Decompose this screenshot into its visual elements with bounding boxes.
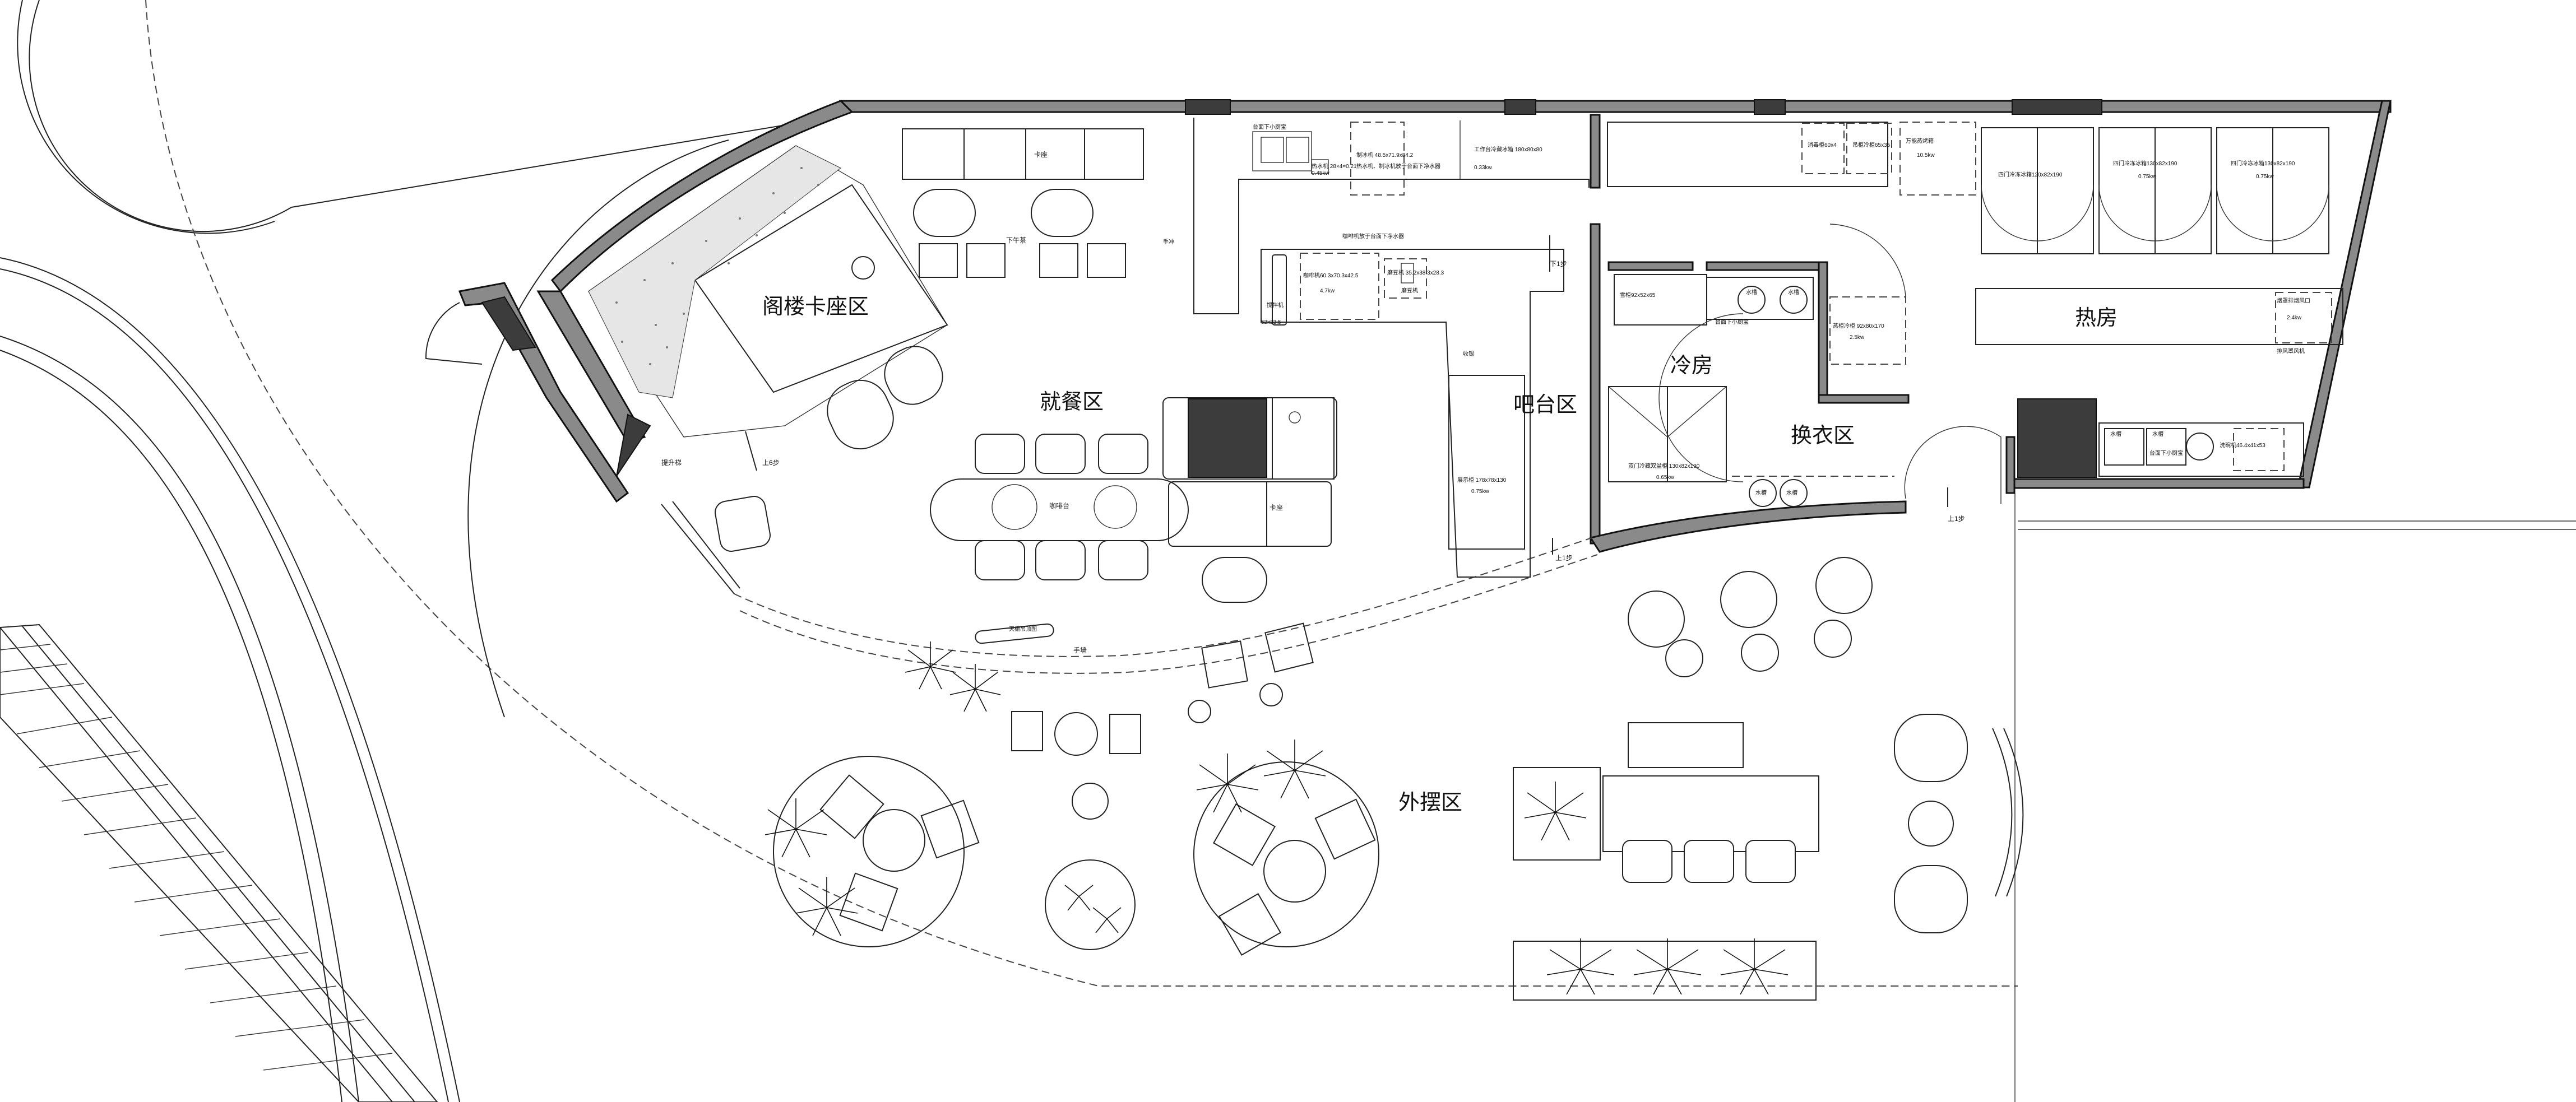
- sink-label-5: 水槽: [2110, 430, 2121, 438]
- sink-label-3: 水槽: [1755, 489, 1767, 496]
- outdoor-table-1: [819, 774, 980, 932]
- power-label: 0.45kw: [1312, 170, 1329, 176]
- display-cabinet-label: 展示柜 178x78x130: [1457, 476, 1507, 483]
- oven-kw-label: 10.5kw: [1917, 152, 1935, 159]
- sink-label-4: 水槽: [1786, 489, 1797, 496]
- fridge-kw-label: 0.33kw: [1474, 165, 1492, 171]
- sink-label-6: 水槽: [2152, 430, 2163, 438]
- afternoon-tea-label: 下午茶: [1006, 236, 1026, 244]
- range-hood-label: 烟罩排烟风口: [2277, 297, 2310, 304]
- handrail-label: 手墙: [1073, 647, 1087, 654]
- four-door-1-label: 四门冷冻冰箱120x82x190: [1998, 171, 2063, 178]
- dining-area: 卡座 下午茶 就餐区 咖啡台 卡座: [661, 128, 1598, 723]
- exhaust-label: 排风罩风机: [2277, 347, 2305, 355]
- zone-label-dining: 就餐区: [1040, 390, 1104, 414]
- bar-area: 手冲 台面下小厨宝 热水机 28×4=0.21 0.45kw 制冰机 48.5x…: [1163, 118, 1590, 578]
- four-door-2-label: 四门冷冻冰箱130x82x190: [2113, 160, 2177, 167]
- four-door-2-kw-label: 0.75kw: [2138, 174, 2156, 180]
- double-door-kw-label: 0.65kw: [1656, 475, 1674, 481]
- four-door-3-label: 四门冷冻冰箱130x82x190: [2231, 160, 2295, 167]
- double-door-fridge-label: 双门冷藏双盆柜 130x82x190: [1628, 462, 1700, 469]
- right-sink-label: 台面下小厨宝: [2149, 449, 2183, 457]
- window-sign-label: 天棚吊顶图: [1009, 625, 1037, 633]
- changing-area: 蒸柜冷柜 92x80x170 2.5kw 换衣区 上1步: [1791, 224, 2002, 523]
- sink-label-1: 水槽: [1746, 289, 1757, 296]
- steps-up6-label: 上6步: [762, 459, 780, 467]
- oven-label: 万能蒸烤箱: [1906, 137, 1934, 145]
- building-walls: [425, 99, 2392, 594]
- steamer-kw-label: 2.5kw: [1850, 334, 1865, 341]
- range-kw-label: 2.4kw: [2287, 315, 2302, 321]
- zone-label-bar: 吧台区: [1513, 393, 1577, 417]
- outdoor-table-2: [1212, 798, 1376, 956]
- cabinet-label: 收银: [1463, 350, 1474, 357]
- zone-label-attic-booth: 阁楼卡座区: [762, 295, 869, 319]
- disinfect-label: 消毒柜60x4: [1808, 141, 1837, 148]
- steamer-label: 蒸柜冷柜 92x80x170: [1833, 322, 1884, 329]
- ice-cream-label: 雪柜92x52x65: [1620, 291, 1656, 299]
- undercounter-sink2-label: 台面下小厨宝: [1715, 318, 1749, 326]
- outdoor-area: 外摆区: [765, 557, 2024, 1001]
- steps-up1-change-label: 上1步: [1948, 515, 1965, 523]
- ice-machine-label: 制冰机 48.5x71.9x84.2: [1356, 151, 1414, 159]
- coffee-table-label: 咖啡台: [1049, 501, 1069, 510]
- four-door-3-kw-label: 0.75kw: [2256, 174, 2274, 180]
- steps-down1-label: 下1步: [1550, 260, 1567, 268]
- wall-cabinet-label: 吊柜冷柜65x35: [1852, 141, 1891, 148]
- ice-note-label: 热水机、制冰机放于台面下净水器: [1356, 162, 1440, 170]
- undercounter-sink-label: 台面下小厨宝: [1253, 123, 1286, 131]
- planters: [765, 641, 1789, 995]
- hot-room: 消毒柜60x4 吊柜冷柜65x35 万能蒸烤箱 10.5kw 四门冷冻冰箱120…: [1801, 122, 2343, 477]
- blender-dims-label: 52x23.5: [1261, 319, 1281, 326]
- zone-label-cold-room: 冷房: [1670, 354, 1713, 378]
- coffee-kw-label: 4.7kw: [1320, 288, 1335, 294]
- cold-room: 雪柜92x52x65 水槽 水槽 台面下小厨宝 冷房 双门冷藏双盆柜 130x8…: [1607, 122, 1894, 507]
- fridge-table-label: 工作台冷藏冰箱 180x80x80: [1474, 146, 1542, 153]
- grinder2-label: 磨豆机: [1401, 287, 1418, 294]
- lift-label: 提升梯: [661, 458, 682, 467]
- steps-up1-bar-label: 上1步: [1555, 554, 1573, 562]
- water-heater-label: 热水机 28×4=0.21: [1312, 162, 1357, 170]
- coffee-machine-label: 咖啡机60.3x70.3x42.5: [1303, 272, 1359, 279]
- coffee-filter-label: 咖啡机放于台面下净水器: [1342, 233, 1404, 240]
- booth-center-label: 卡座: [1270, 503, 1283, 512]
- coffee-table-stools: [975, 434, 1148, 580]
- blender-label: 搅拌机: [1267, 301, 1284, 309]
- escalator: [0, 624, 438, 1102]
- booth-top-label: 卡座: [1034, 150, 1048, 159]
- zone-label-hot-room: 热房: [2075, 306, 2118, 330]
- grinder-label: 磨豆机 35.2x38.3x28.3: [1387, 269, 1444, 276]
- zone-label-outdoor: 外摆区: [1398, 791, 1462, 815]
- hand-wash-label: 手冲: [1163, 238, 1174, 245]
- dishwasher-label: 洗碗机46.4x41x53: [2220, 441, 2265, 449]
- attic-booth-area: 阁楼卡座区: [588, 145, 948, 438]
- zone-label-changing: 换衣区: [1791, 424, 1855, 448]
- sink-label-2: 水槽: [1788, 289, 1799, 296]
- display-kw-label: 0.75kw: [1471, 489, 1489, 495]
